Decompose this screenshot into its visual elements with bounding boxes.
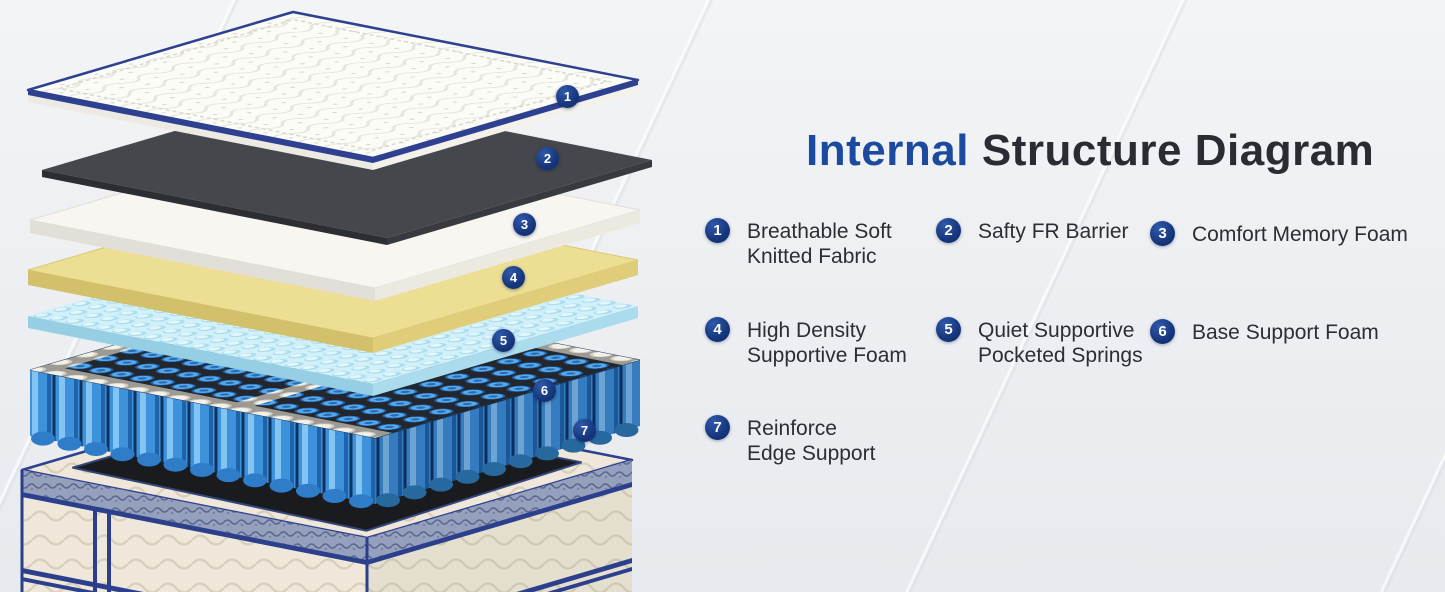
legend-badge-4: 4 bbox=[705, 317, 730, 342]
legend-item-4: 4 High Density Supportive Foam bbox=[705, 317, 907, 368]
legend-item-5: 5 Quiet Supportive Pocketed Springs bbox=[936, 317, 1143, 368]
legend-item-1: 1 Breathable Soft Knitted Fabric bbox=[705, 218, 892, 269]
page-title-rest: Structure Diagram bbox=[981, 126, 1375, 175]
legend-label-4: High Density Supportive Foam bbox=[747, 319, 907, 367]
legend-badge-2: 2 bbox=[936, 218, 961, 243]
legend-badge-3: 3 bbox=[1150, 221, 1175, 246]
legend-label-2: Safty FR Barrier bbox=[978, 220, 1129, 243]
legend-label-6: Base Support Foam bbox=[1192, 321, 1379, 344]
legend-item-3: 3 Comfort Memory Foam bbox=[1150, 221, 1408, 247]
mattress-illustration bbox=[20, 10, 652, 592]
page-title-highlight: Internal bbox=[806, 126, 969, 175]
diagram-marker-2: 2 bbox=[536, 147, 559, 170]
diagram-marker-6: 6 bbox=[533, 379, 556, 402]
legend-label-3: Comfort Memory Foam bbox=[1192, 223, 1408, 246]
legend-badge-1: 1 bbox=[705, 218, 730, 243]
layer-base-edge-support bbox=[20, 390, 634, 592]
legend-label-1: Breathable Soft Knitted Fabric bbox=[747, 220, 892, 268]
legend-label-7: Reinforce Edge Support bbox=[747, 417, 876, 465]
legend-item-7: 7 Reinforce Edge Support bbox=[705, 415, 875, 466]
legend-item-2: 2 Safty FR Barrier bbox=[936, 218, 1129, 244]
legend-item-6: 6 Base Support Foam bbox=[1150, 319, 1379, 345]
legend-badge-5: 5 bbox=[936, 317, 961, 342]
legend-badge-6: 6 bbox=[1150, 319, 1175, 344]
diagram-marker-7: 7 bbox=[573, 419, 596, 442]
diagram-marker-4: 4 bbox=[502, 266, 525, 289]
legend-badge-7: 7 bbox=[705, 415, 730, 440]
diagram-marker-1: 1 bbox=[556, 85, 579, 108]
legend-label-5: Quiet Supportive Pocketed Springs bbox=[978, 319, 1143, 367]
diagram-marker-3: 3 bbox=[513, 213, 536, 236]
diagram-marker-5: 5 bbox=[492, 329, 515, 352]
